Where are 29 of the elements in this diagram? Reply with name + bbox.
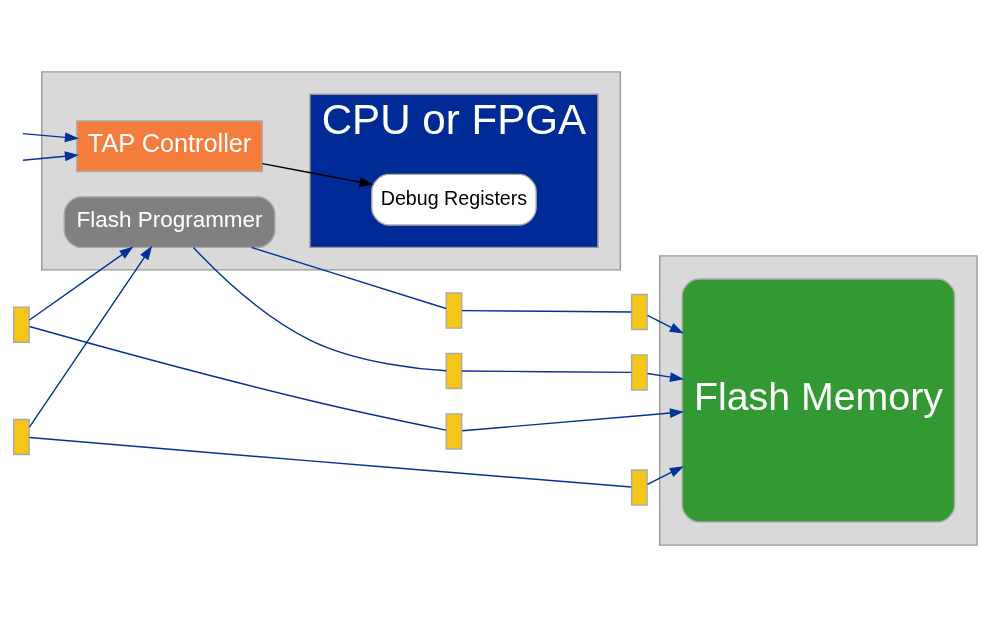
- arrow: [646, 466, 684, 485]
- arrow: [22, 151, 79, 162]
- arrow: [28, 246, 134, 321]
- cluster: [659, 255, 978, 546]
- arrow: [22, 132, 79, 143]
- node-bar: [12, 418, 30, 456]
- connector: [461, 309, 633, 313]
- node-bar: [445, 292, 463, 329]
- node-box: TAP Controller: [76, 120, 263, 173]
- node-bar: [630, 469, 648, 506]
- connector: [28, 436, 632, 488]
- node-box: Flash Programmer: [63, 196, 276, 249]
- node-bar: [630, 293, 648, 331]
- connector: [28, 325, 447, 431]
- node-bar: [12, 306, 30, 343]
- arrow: [461, 408, 684, 432]
- node-box: Debug Registers: [371, 173, 537, 226]
- node-bar: [445, 413, 463, 450]
- node-bar: [445, 352, 463, 390]
- node-bar: [630, 354, 648, 391]
- arrow: [646, 372, 684, 382]
- arrow: [261, 162, 374, 187]
- cluster: [41, 71, 622, 271]
- arrow: [646, 314, 684, 334]
- node-box: Flash Memory: [681, 278, 956, 523]
- arrow: [28, 245, 153, 428]
- connector: [461, 370, 633, 374]
- connector: [192, 246, 447, 372]
- connector: [250, 246, 447, 310]
